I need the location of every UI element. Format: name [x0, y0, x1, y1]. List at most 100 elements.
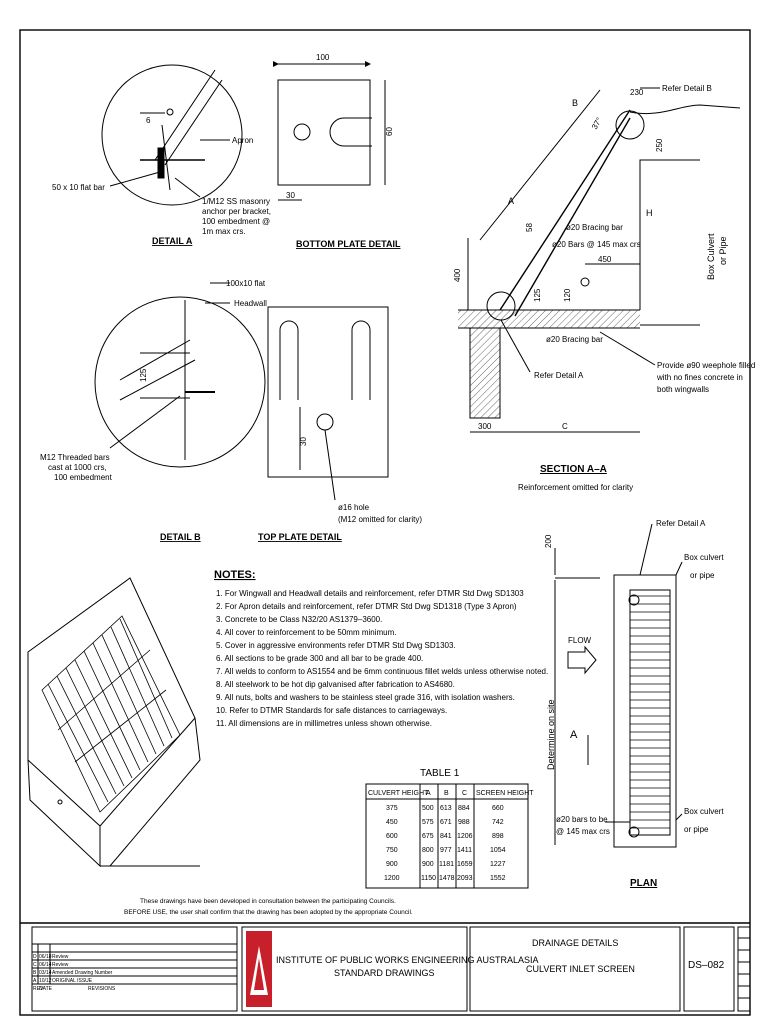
- plan-title: PLAN: [630, 878, 657, 889]
- revision-date: 06/14: [39, 962, 52, 968]
- table-cell: 375: [386, 805, 398, 812]
- revision-date: 03/14: [39, 970, 52, 976]
- revision-header-date: DATE: [39, 986, 53, 992]
- plan-box-bottom-line-1: Box culvert: [684, 807, 724, 816]
- table-cell: 977: [440, 847, 452, 854]
- isometric-bars: [47, 618, 173, 803]
- section-dim-58: 58: [525, 223, 534, 232]
- notes-title: NOTES:: [214, 569, 256, 581]
- table-cell: 1227: [490, 861, 506, 868]
- detail-b-bar-line-2: cast at 1000 crs,: [48, 463, 107, 472]
- revision-desc: Review: [52, 962, 69, 968]
- note-4: 4. All cover to reinforcement to be 50mm…: [216, 628, 397, 637]
- table-cell: 900: [386, 861, 398, 868]
- section-dim-a: A: [508, 196, 514, 206]
- table-cell: 1206: [457, 833, 473, 840]
- bottom-plate-dim-width: 100: [316, 53, 330, 62]
- detail-b-flat-label: 100x10 flat: [226, 279, 266, 288]
- revision-desc: Amended Drawing Number: [52, 970, 113, 976]
- note-11: 11. All dimensions are in millimetres un…: [216, 719, 432, 728]
- detail-a-flat-bar-label: 50 x 10 flat bar: [52, 183, 105, 192]
- table-cell: 1181: [439, 861, 454, 868]
- plan-box-top-line-1: Box culvert: [684, 553, 724, 562]
- section-dim-125: 125: [533, 288, 542, 302]
- plan-box-top-line-2: or pipe: [690, 571, 715, 580]
- table-title: TABLE 1: [420, 768, 460, 779]
- section-bracing-bottom: ø20 Bracing bar: [546, 335, 603, 344]
- detail-a-anchor-line-3: 100 embedment @: [202, 217, 270, 226]
- ipwea-logo: [246, 931, 272, 1007]
- section-a-a: 400 B A 58 37° 230 250 H 125 120 450 300…: [453, 84, 755, 492]
- detail-a-title: DETAIL A: [152, 236, 193, 246]
- revision-header-rev: REV: [33, 986, 44, 992]
- detail-a-anchor-line-4: 1m max crs.: [202, 227, 246, 236]
- section-dim-c: C: [562, 422, 568, 431]
- section-dim-450: 450: [598, 255, 612, 264]
- section-weephole-line-3: both wingwalls: [657, 385, 709, 394]
- consultation-line-1: These drawings have been developed in co…: [140, 898, 396, 905]
- detail-b-bar-line-3: 100 embedment: [54, 473, 113, 482]
- note-10: 10. Refer to DTMR Standards for safe dis…: [216, 706, 447, 715]
- section-title: SECTION A–A: [540, 464, 607, 475]
- detail-a-dim: 6: [146, 116, 151, 125]
- bottom-plate-dim-height: 60: [385, 127, 394, 136]
- section-dim-250: 250: [655, 138, 664, 152]
- isometric-view: [27, 577, 201, 868]
- detail-a-apron-label: Apron: [232, 136, 253, 145]
- section-dim-230: 230: [630, 88, 644, 97]
- table-cell: 884: [458, 805, 470, 812]
- table-cell: 742: [492, 819, 504, 826]
- notes-block: NOTES: 1. For Wingwall and Headwall deta…: [214, 569, 548, 728]
- plan-flow-label: FLOW: [568, 636, 592, 645]
- consultation-line-2: BEFORE USE, the user shall confirm that …: [124, 909, 413, 916]
- table-cell: 575: [422, 819, 434, 826]
- table-cell: 1478: [439, 875, 455, 882]
- detail-b-bar-line-1: M12 Threaded bars: [40, 453, 110, 462]
- revision-table: D 06/18 Review C 06/14 Review B 03/14 Am…: [31, 926, 238, 1012]
- table-cell: 1200: [384, 875, 400, 882]
- table-cell: 800: [422, 847, 434, 854]
- table-cell: 841: [440, 833, 452, 840]
- revision-desc: ORIGINAL ISSUE: [52, 978, 93, 984]
- note-3: 3. Concrete to be Class N32/20 AS1379–36…: [216, 615, 382, 624]
- plan-view: 200 Determine on site FLOW A Refer Detai…: [544, 519, 724, 889]
- revision-rev: B: [33, 970, 37, 976]
- detail-b: 125 100x10 flat Headwall M12 Threaded ba…: [40, 279, 267, 542]
- table-header-0: CULVERT HEIGHT: [368, 790, 429, 797]
- section-bars: ø20 Bars @ 145 max crs: [552, 240, 641, 249]
- table-header-2: B: [444, 790, 449, 797]
- top-plate-hole-line-2: (M12 omitted for clarity): [338, 515, 422, 524]
- top-plate-detail: 30 ø16 hole (M12 omitted for clarity) TO…: [258, 306, 422, 542]
- top-plate-title: TOP PLATE DETAIL: [258, 532, 342, 542]
- top-plate-hole-line-1: ø16 hole: [338, 503, 370, 512]
- revision-rev: A: [33, 978, 37, 984]
- plan-bars-line-1: ø20 bars to be: [556, 815, 608, 824]
- revision-header-desc: REVISIONS: [88, 986, 116, 992]
- section-weephole-line-1: Provide ø90 weephole filled: [657, 361, 755, 370]
- note-5: 5. Cover in aggressive environments refe…: [216, 641, 456, 650]
- detail-a-anchor-line-2: anchor per bracket,: [202, 207, 271, 216]
- note-6: 6. All sections to be grade 300 and all …: [216, 654, 423, 663]
- bottom-plate-detail: 100 60 30 BOTTOM PLATE DETAIL: [273, 53, 401, 249]
- sheet-border: [19, 29, 751, 1016]
- drawing-number: DS–082: [688, 960, 725, 971]
- note-7: 7. All welds to conform to AS1554 and be…: [216, 667, 548, 676]
- table-cell: 675: [422, 833, 434, 840]
- note-9: 9. All nuts, bolts and washers to be sta…: [216, 693, 515, 702]
- detail-a-anchor-line-1: 1/M12 SS masonry: [202, 197, 270, 206]
- section-refer-b: Refer Detail B: [662, 84, 712, 93]
- section-dim-h: H: [646, 208, 653, 218]
- top-plate-dim: 30: [299, 437, 308, 446]
- table-cell: 750: [386, 847, 398, 854]
- section-dim-b: B: [572, 98, 578, 108]
- detail-b-title: DETAIL B: [160, 532, 201, 542]
- bottom-plate-title: BOTTOM PLATE DETAIL: [296, 239, 401, 249]
- drawing-title-1: DRAINAGE DETAILS: [532, 938, 618, 948]
- section-bracing-top: ø20 Bracing bar: [566, 223, 623, 232]
- table-cell: 600: [386, 833, 398, 840]
- section-dim-400: 400: [453, 268, 462, 282]
- revision-date: 06/18: [39, 954, 52, 960]
- table-cell: 2093: [457, 875, 473, 882]
- plan-dim-200: 200: [544, 534, 553, 548]
